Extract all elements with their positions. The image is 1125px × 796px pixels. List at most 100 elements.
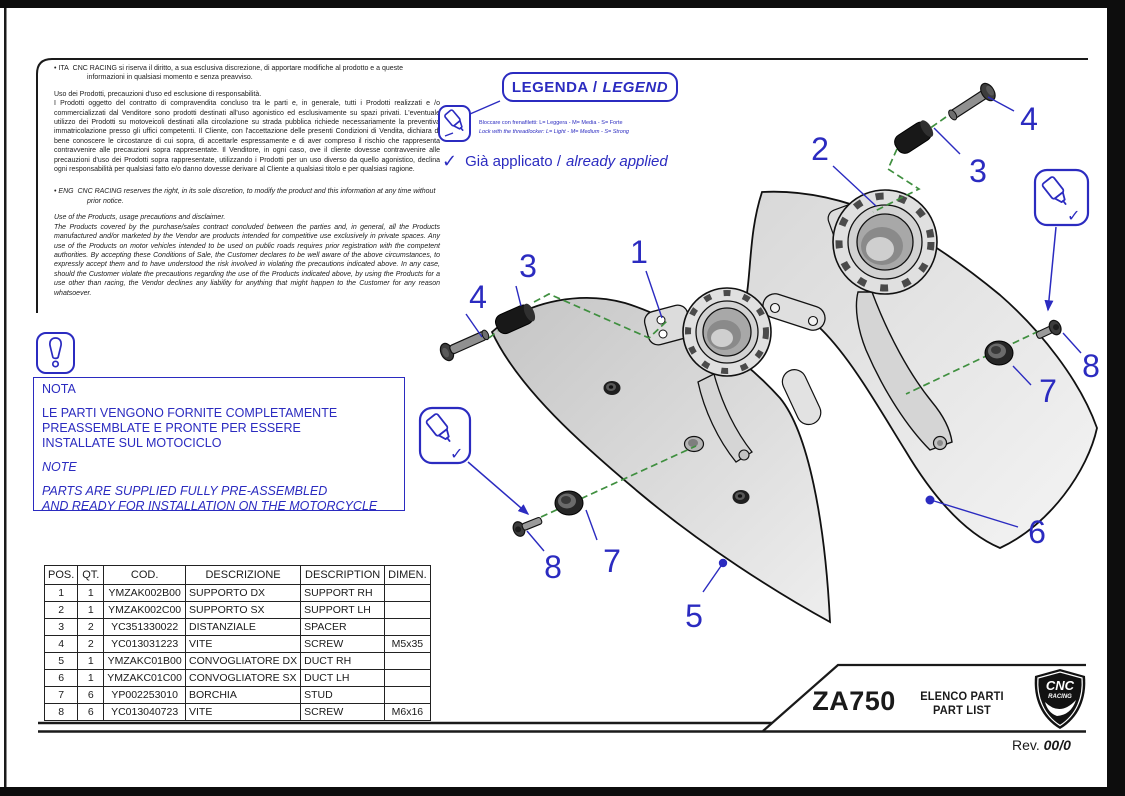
cell: YC013031223 [103,635,186,653]
ita-notice: • ITA CNC RACING si riserva il diritto, … [54,65,403,82]
callout-4-top: 4 [1020,101,1038,137]
cell: SUPPORTO SX [184,601,302,619]
screw-m5x35-left [439,329,490,362]
note-box: NOTA LE PARTI VENGONO FORNITE COMPLETAME… [33,377,405,513]
cell: STUD [300,686,386,704]
cell: 6 [77,686,105,704]
legend-connector-line [469,100,501,115]
applied-eng: already applied [565,153,668,170]
cell: 1 [43,584,79,602]
stud-right [984,340,1014,366]
col-header-pos: POS. [43,565,79,585]
table-row: 4 2 YC013031223 VITE SCREW M5x35 [43,635,431,653]
cell [384,669,431,687]
cell [384,686,431,704]
cell: VITE [184,635,302,653]
callout-1: 1 [630,234,648,270]
table-row: 7 6 YP002253010 BORCHIA STUD [43,686,431,704]
cell: DUCT LH [300,669,386,687]
threadlocker-box-right: ✓ [1033,168,1090,312]
cell [384,584,431,602]
cell: 1 [77,601,105,619]
callout-3-left: 3 [519,248,537,284]
threadlocker-eng: Lock with the threadlocker: L= Light - M… [479,129,629,135]
cell: DUCT RH [300,652,386,670]
cnc-racing-logo: CNC RACING [1031,668,1089,735]
note-title-eng: NOTE [42,460,77,474]
cell: DISTANZIALE [184,618,302,636]
eng-disclaimer-body: The Products covered by the purchase/sal… [54,223,440,297]
cell: 1 [77,669,105,687]
duct-rh-panel [490,297,831,624]
parts-table: POS. QT. COD. DESCRIZIONE DESCRIPTION DI… [43,565,431,721]
support-lh-bracket [762,202,953,451]
stud-left [554,490,584,516]
table-row: 6 1 YMZAKC01C00 CONVOGLIATORE SX DUCT LH [43,669,431,687]
cell [384,618,431,636]
note-body-eng: PARTS ARE SUPPLIED FULLY PRE-ASSEMBLED A… [42,484,378,513]
screw-m6x16-right [1035,319,1062,339]
revision-value: 00/0 [1043,737,1071,753]
threadlocker-ita: Bloccare con frenafiletti: L= Leggera - … [479,120,623,126]
support-lh-ring [832,189,938,295]
document-title-eng: PART LIST [933,702,991,717]
cell: SUPPORTO DX [184,584,302,602]
exclamation-icon [49,337,62,368]
cell: 2 [43,601,79,619]
svg-text:CNC: CNC [1046,678,1075,693]
svg-text:RACING: RACING [1048,694,1072,700]
document-title-ita: ELENCO PARTI [920,689,1004,703]
callout-2: 2 [811,131,829,167]
cell: 7 [43,686,79,704]
applied-ita: Già applicato / [465,153,561,170]
cell [384,601,431,619]
cell: SUPPORT LH [300,601,386,619]
legend-threadlocker-text: Bloccare con frenafiletti: L= Leggera - … [479,119,699,137]
cell: 4 [43,635,79,653]
cell: YP002253010 [103,686,186,704]
disclaimer-block: • ITA CNC RACING si riserva il diritto, … [54,64,440,298]
cell: CONVOGLIATORE SX [184,669,302,687]
cell: YMZAKC01B00 [103,652,186,670]
callout-5: 5 [685,598,703,634]
ita-disclaimer-title: Uso dei Prodotti, precauzioni d'uso ed e… [54,90,262,98]
callout-6: 6 [1028,514,1046,550]
check-icon: ✓ [450,446,463,463]
cell: CONVOGLIATORE DX [184,652,302,670]
table-row: 3 2 YC351330022 DISTANZIALE SPACER [43,618,431,636]
document-title: ELENCO PARTI PART LIST [914,689,1010,717]
col-header-dimen: DIMEN. [384,565,431,585]
eng-notice: • ENG CNC RACING reserves the right, in … [54,188,436,205]
threadlocker-box-left: ✓ [418,406,530,515]
support-rh-ring [682,287,772,377]
cell: VITE [184,703,302,721]
callout-8-left: 8 [544,549,562,585]
check-icon: ✓ [1067,208,1080,225]
model-code: ZA750 [812,686,896,716]
note-title-ita: NOTA [42,382,76,396]
warning-box [36,332,75,374]
eng-disclaimer-title: Use of the Products, usage precautions a… [54,214,226,222]
note-body-ita: LE PARTI VENGONO FORNITE COMPLETAMENTE P… [42,406,338,450]
callout-leaders [465,96,1082,593]
cell: 1 [77,652,105,670]
revision: Rev. 00/0 [1012,737,1071,753]
cell: 3 [43,618,79,636]
col-header-description: DESCRIPTION [300,565,386,585]
table-row: 2 1 YMZAK002C00 SUPPORTO SX SUPPORT LH [43,601,431,619]
col-header-cod: COD. [103,565,186,585]
threadlocker-pen-icon [444,109,464,137]
cell: YMZAK002C00 [103,601,186,619]
cell: SPACER [300,618,386,636]
cell: SUPPORT RH [300,584,386,602]
table-row: 5 1 YMZAKC01B00 CONVOGLIATORE DX DUCT RH [43,652,431,670]
col-header-qt: QT. [77,565,105,585]
cell: 1 [77,584,105,602]
callout-8-right: 8 [1082,348,1100,384]
callout-7-right: 7 [1039,373,1057,409]
revision-label: Rev. [1012,737,1040,753]
callout-7-left: 7 [603,543,621,579]
